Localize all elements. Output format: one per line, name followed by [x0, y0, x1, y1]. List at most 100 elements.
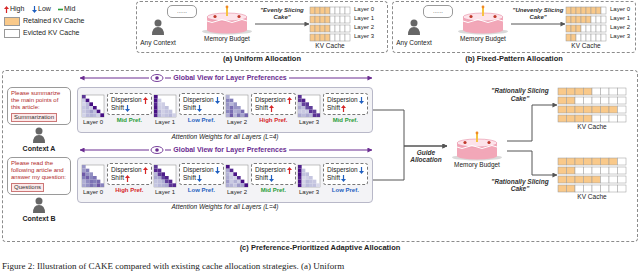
dispersion-box: DispersionShift	[179, 163, 224, 185]
trend-arrow	[359, 97, 364, 104]
legend-item: Low	[32, 4, 51, 13]
metric-line: Dispersion	[327, 96, 364, 104]
text-label: Context A	[23, 145, 56, 153]
trend-arrow	[287, 97, 292, 104]
legend-item: High	[4, 4, 24, 13]
connector-arrow	[373, 110, 447, 146]
edge-label: Guide Allocation	[408, 149, 444, 164]
metric-line: Dispersion	[111, 166, 148, 174]
metric-name: Dispersion	[255, 166, 286, 173]
memory-budget-cake: Memory Budget	[447, 131, 507, 169]
metric-name: Dispersion	[327, 96, 358, 103]
legend-text: Mid	[64, 5, 75, 12]
dispersion-box: DispersionShift	[251, 93, 296, 115]
speech-bubble: ......	[423, 5, 453, 18]
legend-swatch	[4, 29, 20, 38]
panel-heading: (a) Uniform Allocation	[137, 54, 387, 63]
text-label: Mid Pref.	[261, 187, 286, 194]
trend-arrow	[341, 175, 346, 182]
metric-line: Dispersion	[111, 96, 148, 104]
dispersion-box: DispersionShift	[323, 93, 368, 115]
attention-row: Attention Weights for all Layers (L=4)Di…	[77, 157, 373, 203]
text-label: Layer 2	[354, 24, 374, 31]
bubble-text: Please read the following article and an…	[11, 160, 67, 181]
text-label: Layer 2	[227, 189, 247, 196]
metric-line: Shift	[255, 104, 292, 112]
text-label: Layer 3	[299, 189, 319, 196]
kv-bars	[557, 157, 627, 193]
connector-arrow	[507, 151, 557, 175]
metric-line: Dispersion	[183, 96, 220, 104]
edge-label: "Rationally Slicing Cake"	[490, 87, 550, 102]
legend-item: Evicted KV Cache	[4, 28, 79, 38]
bubble-text: ......	[427, 8, 449, 15]
kv-bars	[557, 87, 627, 123]
text-label: Layer 1	[155, 119, 175, 126]
kv-bars	[565, 6, 607, 42]
metric-line: Shift	[327, 174, 364, 182]
connector-arrow	[255, 24, 309, 25]
user-icon	[152, 20, 164, 36]
metric-name: Shift	[183, 174, 196, 181]
cake-icon	[199, 5, 255, 35]
text-label: Layer 2	[227, 119, 247, 126]
cake-label: Memory Budget	[447, 161, 507, 169]
metric-name: Dispersion	[111, 96, 142, 103]
trend-arrow	[215, 167, 220, 174]
panel-heading: (c) Preference-Prioritized Adaptive Allo…	[3, 243, 637, 252]
trend-arrow	[197, 105, 202, 112]
legend-symbol	[32, 6, 37, 13]
text-label: Layer 3	[354, 33, 374, 40]
text-label: Any Context	[396, 39, 431, 47]
dispersion-box: DispersionShift	[323, 163, 368, 185]
legend-symbol	[58, 6, 63, 13]
bubble-text: ......	[171, 8, 193, 15]
text-label: Low Pref.	[188, 117, 215, 124]
legend-text: High	[10, 5, 24, 12]
text-label: Layer 3	[299, 119, 319, 126]
user-icon	[33, 128, 45, 144]
metric-name: Shift	[327, 104, 340, 111]
metric-name: Dispersion	[183, 166, 214, 173]
text-label: Mid Pref.	[117, 117, 142, 124]
metric-name: Dispersion	[327, 166, 358, 173]
trend-arrow	[269, 105, 274, 112]
legend-text: Retained KV Cache	[23, 17, 84, 24]
metric-name: Shift	[111, 174, 124, 181]
kv-cache-grid: KV Cache	[557, 157, 627, 201]
text-label: Layer 0	[354, 6, 374, 13]
metric-line: Shift	[183, 104, 220, 112]
kv-cache-grid: KV Cache	[557, 87, 627, 131]
attention-row: Attention Weights for all Layers (L=4)Di…	[77, 87, 373, 133]
memory-budget-cake: Memory Budget	[199, 5, 255, 43]
legend-symbol	[4, 6, 9, 13]
global-view-arrow	[80, 145, 372, 155]
text-label: Any Context	[140, 39, 175, 47]
metric-line: Shift	[255, 174, 292, 182]
metric-name: Shift	[327, 174, 340, 181]
text-label: High Pref.	[115, 187, 143, 194]
text-label: Global View for Layer Preferences	[171, 74, 288, 82]
cake-icon	[447, 131, 507, 161]
legend-text: Low	[38, 5, 51, 12]
text-label: Layer 1	[354, 15, 374, 22]
kv-label: KV Cache	[557, 123, 627, 131]
kv-label: KV Cache	[309, 42, 351, 50]
text-label: Layer 1	[155, 189, 175, 196]
metric-name: Shift	[255, 104, 268, 111]
dispersion-box: DispersionShift	[179, 93, 224, 115]
text-label: Low Pref.	[188, 187, 215, 194]
metric-name: Shift	[183, 104, 196, 111]
dispersion-box: DispersionShift	[251, 163, 296, 185]
text-label: Mid Pref.	[333, 117, 358, 124]
edge-label: "Evenly Slicing Cake"	[256, 7, 308, 21]
metric-name: Shift	[255, 174, 268, 181]
task-chip: Questions	[11, 183, 44, 192]
kv-bars	[309, 6, 351, 42]
row-heading: Attention Weights for all Layers (L=4)	[78, 133, 372, 141]
text-label: Layer 1	[610, 15, 630, 22]
trend-arrow	[287, 167, 292, 174]
global-view-arrow	[80, 73, 372, 83]
metric-name: Dispersion	[111, 166, 142, 173]
text-label: Layer 2	[610, 24, 630, 31]
